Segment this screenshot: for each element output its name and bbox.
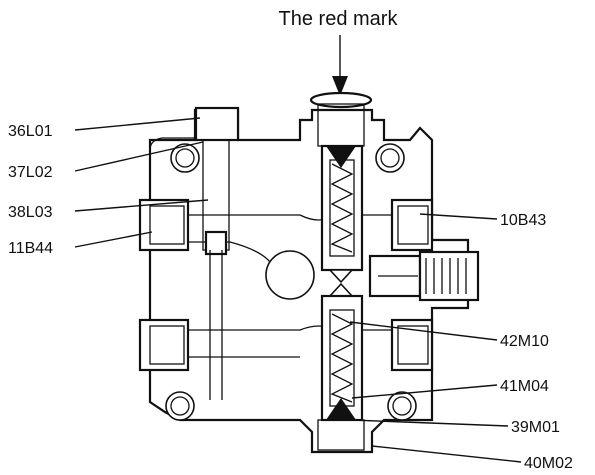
diagram-title: The red mark bbox=[279, 8, 399, 30]
side-ports bbox=[138, 198, 434, 372]
right-plug bbox=[368, 250, 480, 302]
label-39M01: 39M01 bbox=[511, 419, 560, 436]
center-port-icon bbox=[265, 250, 315, 300]
label-42M10: 42M10 bbox=[500, 333, 549, 350]
label-40M02: 40M02 bbox=[524, 455, 573, 472]
label-11B44: 11B44 bbox=[8, 240, 53, 257]
bolt-hole-icon bbox=[375, 143, 405, 173]
red-mark-arrow bbox=[332, 35, 348, 96]
label-37L02: 37L02 bbox=[8, 164, 53, 181]
leader-lines bbox=[74, 117, 522, 463]
center-cartridge bbox=[309, 91, 373, 451]
label-36L01: 36L01 bbox=[8, 123, 53, 140]
bolt-hole-icon bbox=[165, 391, 195, 421]
left-cartridge bbox=[194, 106, 240, 400]
label-10B43: 10B43 bbox=[500, 212, 546, 229]
bolt-hole-icon bbox=[387, 391, 417, 421]
label-41M04: 41M04 bbox=[500, 378, 549, 395]
bolt-hole-icon bbox=[170, 143, 200, 173]
label-38L03: 38L03 bbox=[8, 204, 53, 221]
